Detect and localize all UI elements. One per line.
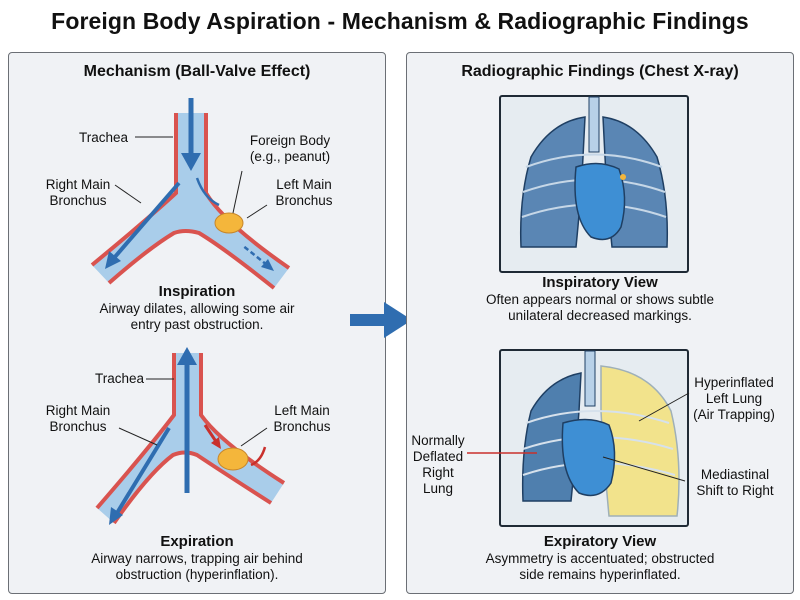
expiration-diagram: [95, 347, 286, 525]
mediastinal-shift-label: Mediastinal Shift to Right: [696, 467, 774, 498]
inspiration-arrow-small: [195, 177, 220, 207]
expiratory-xray: [499, 349, 689, 527]
expiration-stage-title: Expiration: [160, 533, 234, 550]
deflated-label: Normally Deflated Right Lung: [411, 433, 465, 496]
inspiratory-stage-title: Inspiratory View: [542, 274, 658, 291]
radiographic-panel: Radiographic Findings (Chest X-ray) Insp…: [406, 52, 794, 594]
inspiration-right-bronchus-label: Right Main Bronchus: [45, 177, 111, 208]
inspiration-wall-inner: [107, 229, 276, 290]
expiration-arrow-red-curl: [250, 446, 267, 467]
expiratory-stage-desc: Asymmetry is accentuated; obstructed sid…: [485, 551, 715, 582]
mechanism-panel: Mechanism (Ball-Valve Effect) Trachea Fo…: [8, 52, 386, 594]
insp-heart: [574, 162, 626, 241]
expiration-arrowhead-red: [211, 437, 221, 449]
inspiration-arrowhead-right: [105, 251, 121, 269]
inspiration-stage-title: Inspiration: [158, 283, 236, 300]
inspiration-trachea-label: Trachea: [79, 130, 129, 145]
expiration-arrowhead-up: [177, 347, 197, 365]
insp-foreign-body: [620, 174, 626, 180]
expiration-wall-outer-left: [95, 353, 176, 510]
inspiratory-xray: [499, 95, 689, 273]
expiration-foreign-body: [217, 447, 249, 471]
page-title: Foreign Body Aspiration - Mechanism & Ra…: [51, 8, 749, 34]
inspiration-arrow-right: [112, 181, 181, 260]
hyperinflated-label: Hyperinflated Left Lung (Air Trapping): [693, 375, 775, 422]
inspiration-arrowhead-trachea: [181, 153, 201, 171]
inspiration-stage-desc: Airway dilates, allowing some air entry …: [99, 301, 295, 332]
insp-trachea: [588, 96, 600, 153]
expiration-arrowhead-right-branch: [109, 507, 123, 525]
inspiratory-stage-desc: Often appears normal or shows subtle uni…: [485, 292, 715, 323]
inspiration-foreign-body: [214, 212, 244, 234]
expiration-arrow-right-branch: [115, 426, 171, 515]
inspiration-leader-foreign-body: [232, 170, 243, 214]
inspiration-left-bronchus-label: Left Main Bronchus: [275, 177, 333, 208]
exp-heart: [561, 418, 616, 497]
expiration-left-bronchus-label: Left Main Bronchus: [273, 403, 331, 434]
inspiration-leader-right-bronchus: [114, 184, 142, 204]
inspiration-foreign-body-label: Foreign Body (e.g., peanut): [249, 133, 331, 164]
inspiration-airway-lumen: [92, 113, 289, 288]
expiration-right-bronchus-label: Right Main Bronchus: [45, 403, 111, 434]
expiratory-leaders: [467, 392, 690, 482]
inspiration-arrowhead-left: [261, 259, 274, 271]
expiration-stage-desc: Airway narrows, trapping air behind obst…: [91, 551, 303, 582]
radiographic-heading: Radiographic Findings (Chest X-ray): [461, 63, 739, 80]
inspiration-leader-left-bronchus: [246, 204, 268, 219]
inspiration-arrow-left-blocked: [241, 244, 268, 266]
mechanism-heading: Mechanism (Ball-Valve Effect): [83, 63, 311, 80]
exp-trachea: [584, 350, 596, 407]
expiration-leader-right-bronchus: [118, 427, 158, 446]
expiration-leader-left-bronchus: [240, 427, 268, 447]
inspiration-diagram: [90, 98, 291, 290]
expiration-trachea-label: Trachea: [95, 371, 145, 386]
expiratory-stage-title: Expiratory View: [543, 533, 657, 550]
expiration-wall-outer-right: [199, 353, 286, 485]
